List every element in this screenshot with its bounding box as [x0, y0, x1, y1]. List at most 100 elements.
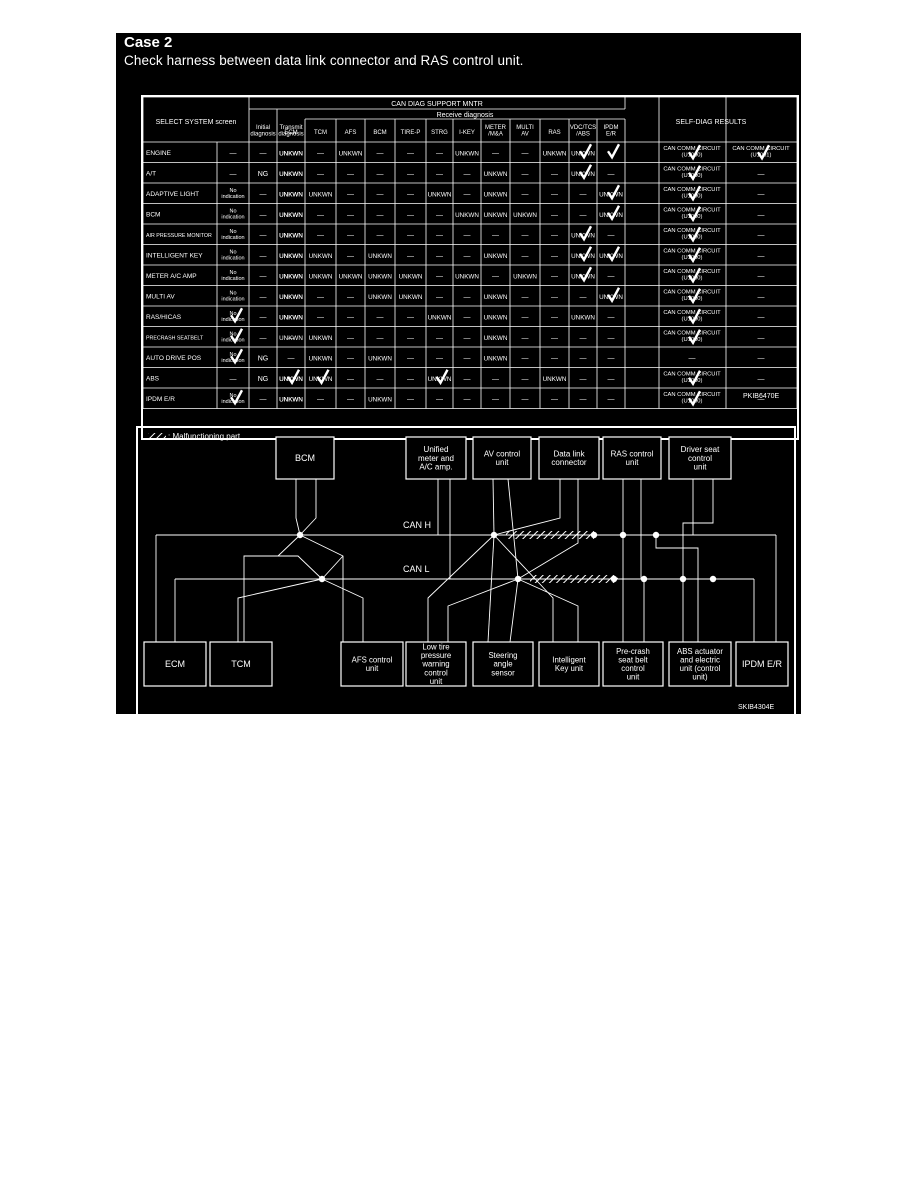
receive-cell: —	[377, 150, 384, 157]
splice-point	[590, 531, 598, 539]
self-diag-result-2: —	[758, 191, 765, 198]
receive-cell: —	[492, 376, 499, 383]
splice-point	[709, 575, 717, 583]
receive-cell: —	[551, 314, 558, 321]
receive-col-header: I-KEY	[459, 130, 475, 136]
splice-point	[514, 575, 522, 583]
receive-cell: UNKWN	[309, 273, 333, 280]
self-diag-result-2: —	[758, 335, 765, 342]
receive-cell: —	[580, 376, 587, 383]
receive-cell: —	[347, 396, 354, 403]
receive-cell: —	[347, 191, 354, 198]
self-diag-result-2: —	[758, 232, 765, 239]
receive-cell: UNKWN	[309, 335, 333, 342]
receive-cell: UNKWN	[279, 294, 303, 301]
receive-cell: —	[407, 335, 414, 342]
receive-cell: —	[522, 294, 529, 301]
receive-cell: —	[347, 171, 354, 178]
unit-label-bcm: BCM	[295, 453, 315, 463]
transmit-diag-cell: UNKWN	[279, 171, 303, 178]
system-name: ABS	[146, 375, 160, 382]
receive-cell: —	[377, 376, 384, 383]
receive-check-icon	[607, 184, 621, 201]
initial-diag-cell: —	[260, 212, 267, 219]
receive-cell: —	[436, 232, 443, 239]
receive-cell: —	[317, 171, 324, 178]
self-diag-check-icon	[688, 165, 702, 182]
receive-cell: —	[580, 294, 587, 301]
wire	[487, 534, 495, 643]
system-name: ENGINE	[146, 150, 172, 157]
receive-cell: —	[522, 314, 529, 321]
receive-cell: UNKWN	[399, 273, 423, 280]
unit-box-av	[472, 436, 532, 480]
receive-cell: —	[288, 355, 295, 362]
receive-cell: —	[608, 171, 615, 178]
receive-cell: —	[464, 232, 471, 239]
wire	[682, 479, 714, 579]
receive-cell: —	[464, 355, 471, 362]
receive-check-icon	[607, 246, 621, 263]
receive-check-icon	[579, 143, 593, 160]
receive-cell: UNKWN	[368, 355, 392, 362]
transmit-diag-cell: UNKWN	[279, 212, 303, 219]
system-name: A/T	[146, 170, 156, 177]
self-diag-check-icon	[688, 247, 702, 264]
transmit-diag-cell: —	[288, 355, 295, 362]
receive-cell: UNKWN	[279, 335, 303, 342]
receive-cell: —	[522, 396, 529, 403]
receive-cell: UNKWN	[428, 314, 452, 321]
wire	[321, 578, 364, 642]
self-diag-check-icon	[688, 329, 702, 346]
receive-check-icon	[607, 143, 621, 160]
wire	[278, 555, 323, 580]
malfunction-can-l	[530, 575, 618, 583]
self-diag-check-icon	[688, 370, 702, 387]
receive-cell: —	[551, 396, 558, 403]
receive-cell: —	[464, 314, 471, 321]
check-mark-icon	[230, 328, 244, 345]
system-name: RAS/HICAS	[146, 314, 182, 321]
receive-cell: UNKWN	[279, 171, 303, 178]
wire	[493, 479, 561, 536]
receive-cell: —	[551, 294, 558, 301]
receive-cell: UNKWN	[339, 273, 363, 280]
receive-cell: —	[580, 355, 587, 362]
system-name: MULTI AV	[146, 293, 175, 300]
table-ref-code: PKIB6470E	[743, 393, 780, 400]
wire	[295, 479, 301, 536]
receive-check-icon	[579, 225, 593, 242]
initial-diag-cell: NG	[258, 376, 269, 383]
malfunction-can-h	[506, 531, 594, 539]
receive-cell: —	[407, 355, 414, 362]
unit-box-afs	[340, 641, 404, 687]
system-name: BCM	[146, 211, 160, 218]
wire	[493, 534, 554, 642]
receive-cell: —	[522, 171, 529, 178]
receive-cell: UNKWN	[368, 273, 392, 280]
initial-diag-cell: —	[260, 314, 267, 321]
select-system-header: SELECT SYSTEM screen	[156, 119, 237, 126]
self-diag-check-icon	[688, 308, 702, 325]
receive-cell: —	[377, 171, 384, 178]
receive-cell: —	[492, 396, 499, 403]
unit-box-ipdm	[735, 641, 789, 687]
receive-cell: UNKWN	[428, 191, 452, 198]
receive-col-header: STRG	[431, 130, 448, 136]
splice-point	[318, 575, 326, 583]
self-diag-result-2: —	[758, 355, 765, 362]
receive-cell: UNKWN	[484, 294, 508, 301]
receive-col-header: RAS	[548, 130, 560, 136]
unit-box-ecm	[143, 641, 207, 687]
receive-cell: —	[522, 376, 529, 383]
system-name: PRECRASH SEATBELT	[146, 335, 204, 341]
unit-box-abs	[668, 641, 732, 687]
initial-diag-cell: NG	[258, 355, 269, 362]
